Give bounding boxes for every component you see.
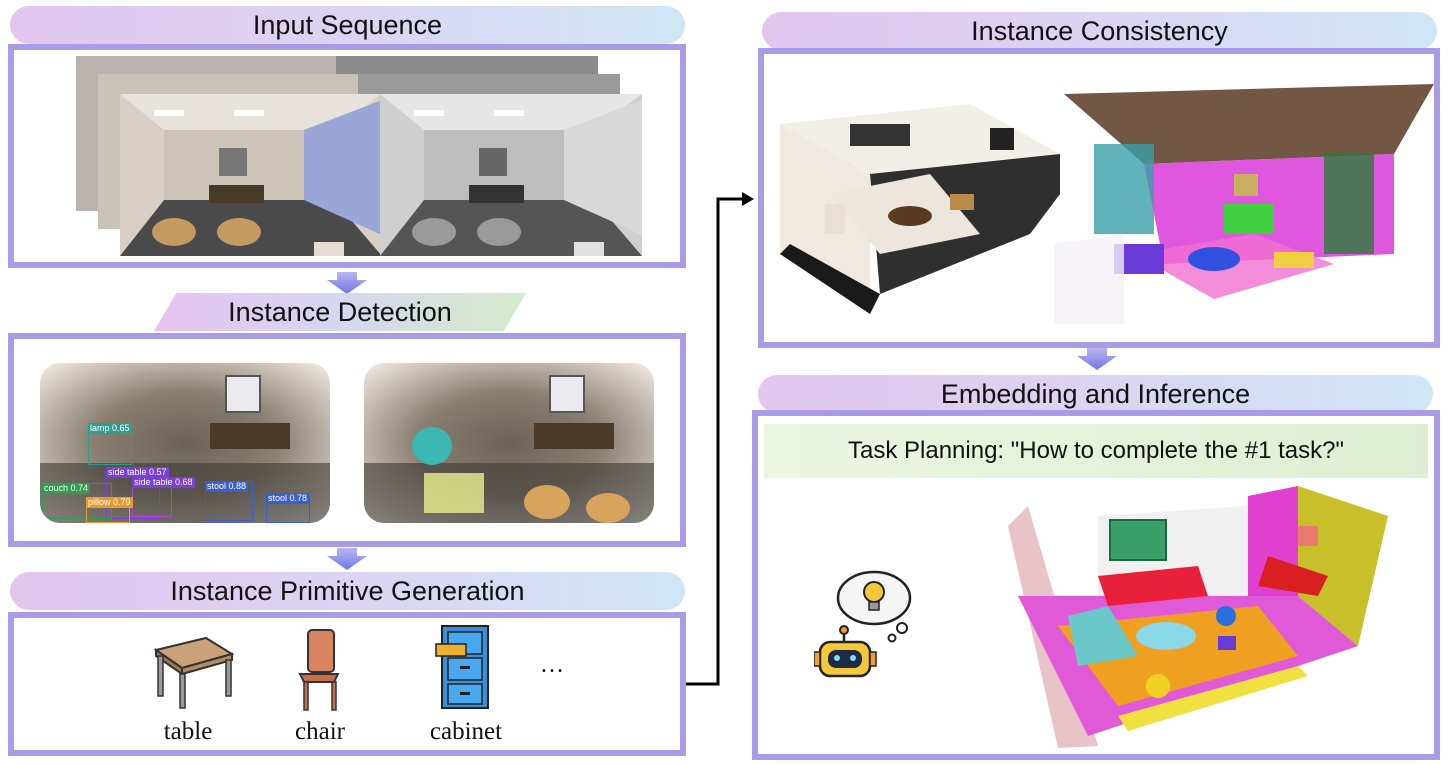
instance-consistency-title-text: Instance Consistency xyxy=(971,15,1228,46)
input-frames-image xyxy=(76,56,642,256)
table-label: table xyxy=(163,718,213,745)
down-arrow-3 xyxy=(1077,348,1117,370)
task-planning-banner: Task Planning: "How to complete the #1 t… xyxy=(764,424,1428,478)
embedding-inference-title-text: Embedding and Inference xyxy=(940,378,1251,409)
chair-label: chair xyxy=(295,718,345,745)
tag-side-table-2: side table 0.68 xyxy=(132,477,195,488)
embedding-inference-title: Embedding and Inference xyxy=(758,375,1433,413)
window-shape-2 xyxy=(549,375,585,413)
mask-stool-2 xyxy=(586,493,630,523)
detection-image-masks xyxy=(364,363,654,523)
semantic-room-image xyxy=(1008,486,1388,748)
down-arrow-2 xyxy=(327,548,367,570)
mask-stool-1 xyxy=(524,485,570,519)
instance-detection-title: Instance Detection xyxy=(154,293,526,331)
input-sequence-panel xyxy=(8,44,686,268)
instance-detection-panel: lamp 0.65 side table 0.57 side table 0.6… xyxy=(8,333,686,547)
detection-image-boxes: lamp 0.65 side table 0.57 side table 0.6… xyxy=(40,363,330,523)
chair-icon xyxy=(298,629,340,711)
window-shape xyxy=(225,375,261,413)
instance-consistency-panel xyxy=(758,48,1440,348)
instance-consistency-title: Instance Consistency xyxy=(762,12,1437,50)
cabinet-label: cabinet xyxy=(429,718,503,745)
input-sequence-title-text: Input Sequence xyxy=(252,9,443,40)
mask-lamp xyxy=(412,427,452,465)
more-ellipsis: … xyxy=(540,652,564,678)
point-cloud-image xyxy=(1054,84,1434,324)
instance-detection-title-text: Instance Detection xyxy=(228,296,452,327)
table-icon xyxy=(153,636,235,709)
mask-couch xyxy=(424,473,484,513)
primitive-generation-title-text: Instance Primitive Generation xyxy=(170,575,525,606)
input-sequence-title: Input Sequence xyxy=(10,6,685,44)
primitive-generation-panel: table chair cabinet … xyxy=(8,612,686,756)
tag-stool-2: stool 0.78 xyxy=(266,493,310,504)
tag-side-table-1: side table 0.57 xyxy=(106,467,169,478)
rendered-room-image xyxy=(780,104,1060,314)
primitive-generation-title: Instance Primitive Generation xyxy=(10,572,685,610)
tag-stool-1: stool 0.88 xyxy=(205,481,249,492)
cabinet-icon xyxy=(435,625,489,709)
tag-lamp: lamp 0.65 xyxy=(88,423,132,434)
cabinet-shape xyxy=(210,423,290,449)
robot-thinking-icon xyxy=(814,570,912,678)
down-arrow-1 xyxy=(327,272,367,294)
connector-arrow xyxy=(686,192,754,686)
embedding-inference-panel: Task Planning: "How to complete the #1 t… xyxy=(752,410,1440,760)
tag-pillow: pillow 0.79 xyxy=(86,497,133,508)
task-planning-text: Task Planning: "How to complete the #1 t… xyxy=(848,437,1344,464)
cabinet-shape-2 xyxy=(534,423,614,449)
tag-couch: couch 0.74 xyxy=(42,483,91,494)
